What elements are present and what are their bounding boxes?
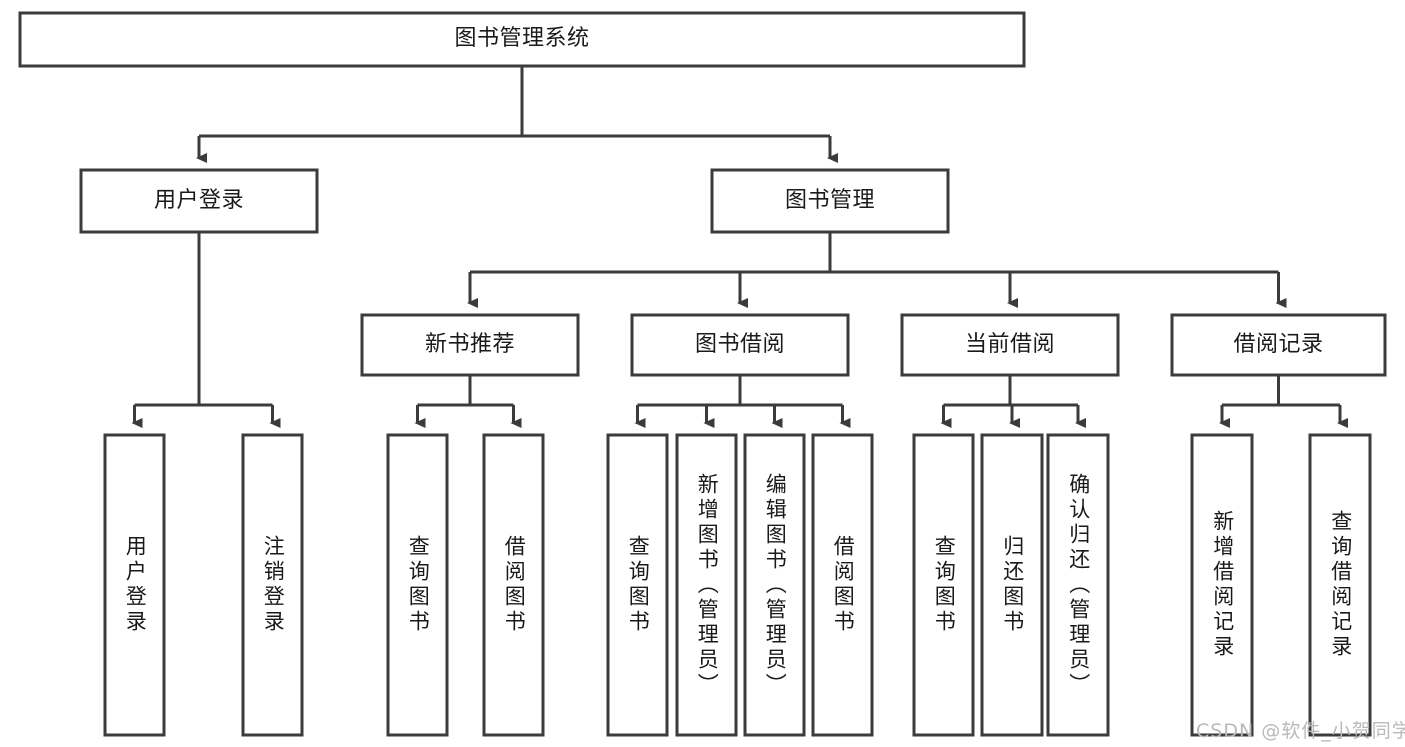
node-box-book-borrow [630, 313, 850, 377]
node-box-leaf-user-login [103, 433, 166, 737]
node-box-leaf-confirm-return [1046, 433, 1110, 737]
node-box-leaf-logout [241, 433, 304, 737]
node-box-leaf-query-book-2 [606, 433, 669, 737]
node-box-leaf-query-book-3 [912, 433, 975, 737]
node-box-new-book-rec [360, 313, 580, 377]
node-box-leaf-borrow-book-2 [811, 433, 874, 737]
node-box-leaf-add-book [675, 433, 738, 737]
node-box-leaf-return-book [980, 433, 1044, 737]
node-box-leaf-query-book-1 [386, 433, 449, 737]
node-box-leaf-borrow-book-1 [482, 433, 545, 737]
node-box-root [18, 11, 1026, 68]
node-box-leaf-query-record [1308, 433, 1372, 737]
node-box-borrow-record [1170, 313, 1387, 377]
node-box-book-manage [710, 168, 950, 234]
csdn-watermark: CSDN @软件_小贺同学 [1196, 720, 1405, 742]
node-box-current-borrow [900, 313, 1120, 377]
node-box-leaf-edit-book [743, 433, 806, 737]
node-box-user-login [79, 168, 319, 234]
node-box-leaf-add-record [1190, 433, 1254, 737]
